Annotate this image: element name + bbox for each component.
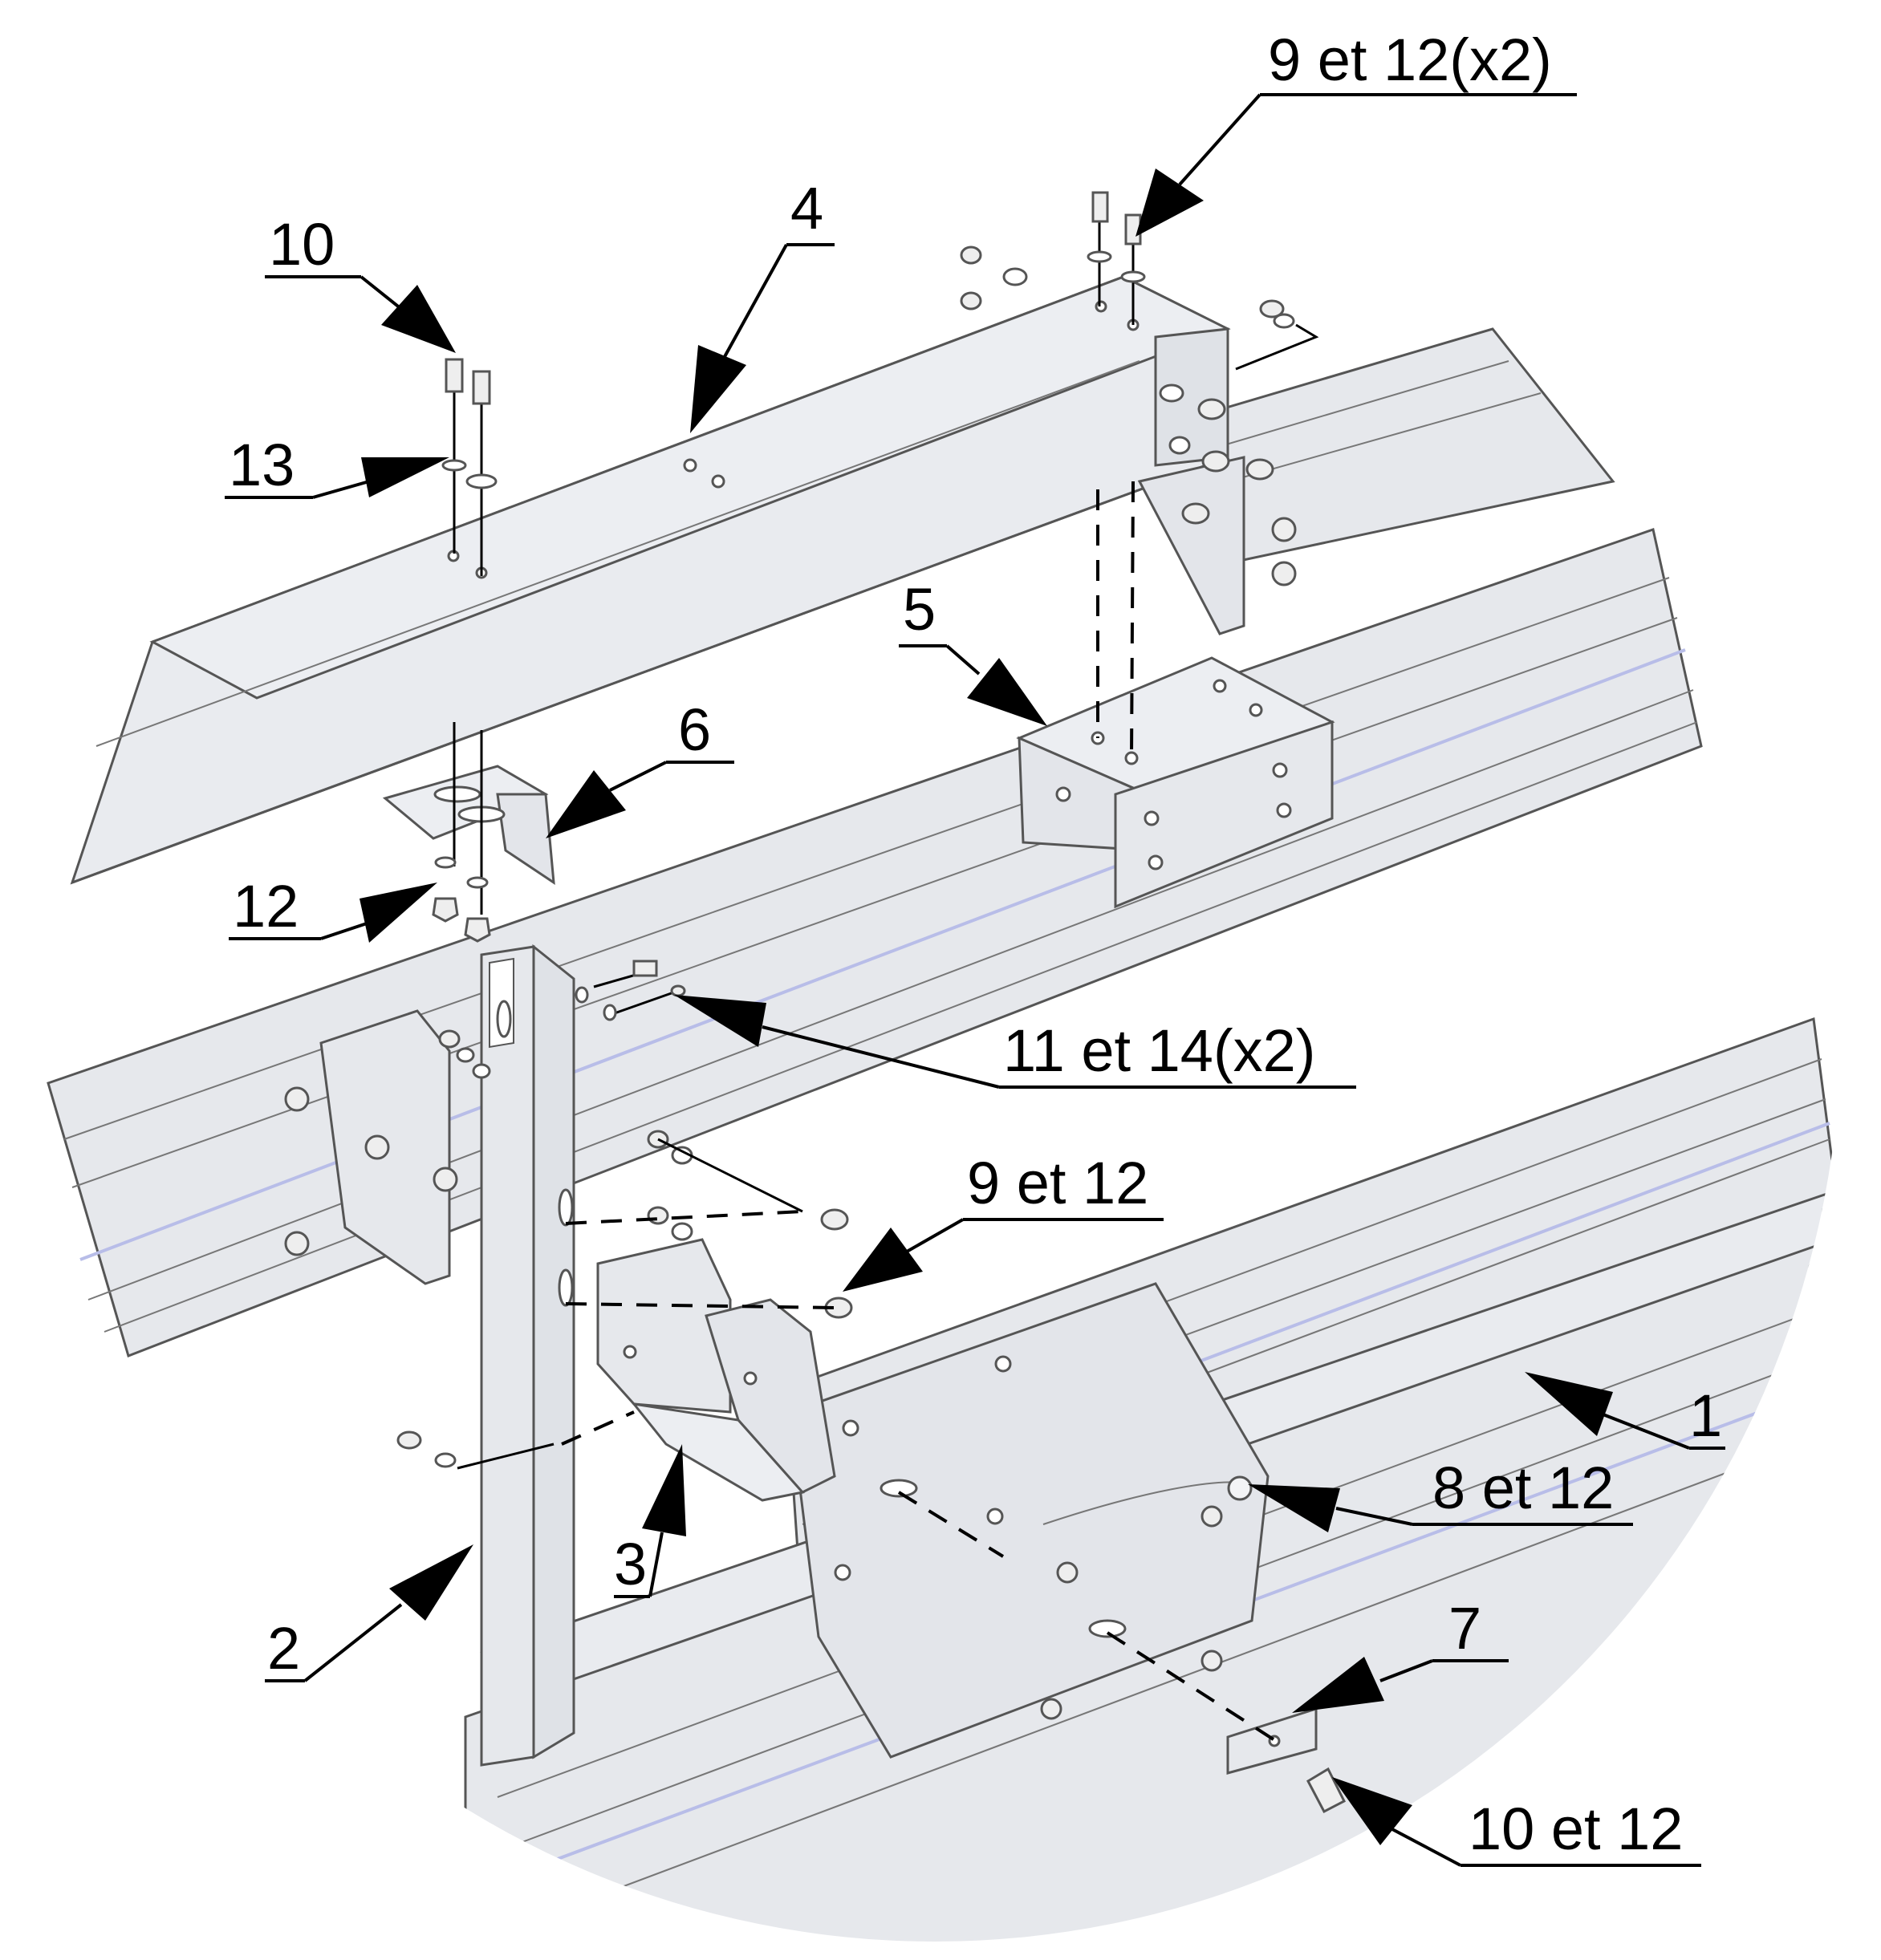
label-5: 5 <box>903 576 936 643</box>
callout-3: 3 <box>614 1444 686 1598</box>
label-11-et-14-x2: 11 et 14(x2) <box>1003 1017 1315 1084</box>
drawing-parts <box>47 191 1842 1942</box>
callout-2: 2 <box>265 1544 473 1682</box>
callout-10-et-12: 10 et 12 <box>1332 1777 1701 1867</box>
left-spacer <box>284 1009 458 1285</box>
label-6: 6 <box>678 696 711 763</box>
label-9-et-12: 9 et 12 <box>967 1150 1148 1216</box>
vertical-post <box>480 943 575 1767</box>
callout-12: 12 <box>229 873 437 943</box>
callout-1: 1 <box>1525 1372 1725 1450</box>
callout-4: 4 <box>690 175 835 433</box>
label-9-et-12-x2: 9 et 12(x2) <box>1268 26 1552 93</box>
callout-10: 10 <box>265 211 456 353</box>
label-10-et-12: 10 et 12 <box>1469 1796 1683 1862</box>
callout-9-et-12-x2: 9 et 12(x2) <box>1136 26 1577 237</box>
callout-9-et-12: 9 et 12 <box>843 1150 1164 1292</box>
label-8-et-12: 8 et 12 <box>1432 1455 1614 1521</box>
callout-11-et-14: 11 et 14(x2) <box>674 995 1356 1089</box>
label-1: 1 <box>1689 1382 1722 1449</box>
label-10: 10 <box>269 211 335 278</box>
assembly-lines <box>561 481 1278 1743</box>
label-2: 2 <box>267 1615 300 1682</box>
callout-8-et-12: 8 et 12 <box>1248 1455 1633 1532</box>
plate-7 <box>1226 1706 1318 1775</box>
label-4: 4 <box>790 175 823 241</box>
hardware <box>396 191 1347 1814</box>
box-bracket-5 <box>1016 656 1335 909</box>
callout-6: 6 <box>546 696 734 838</box>
label-12: 12 <box>233 873 299 939</box>
label-3: 3 <box>614 1531 647 1597</box>
spacer-bracket-3 <box>596 1238 836 1502</box>
rail-end-plate <box>789 1282 1270 1759</box>
callout-5: 5 <box>899 576 1047 726</box>
label-13: 13 <box>229 432 295 498</box>
label-7: 7 <box>1448 1595 1481 1662</box>
top-beam <box>70 275 1231 885</box>
callout-7: 7 <box>1292 1595 1509 1713</box>
callout-13: 13 <box>225 432 449 499</box>
angle-bracket-6 <box>382 765 555 885</box>
